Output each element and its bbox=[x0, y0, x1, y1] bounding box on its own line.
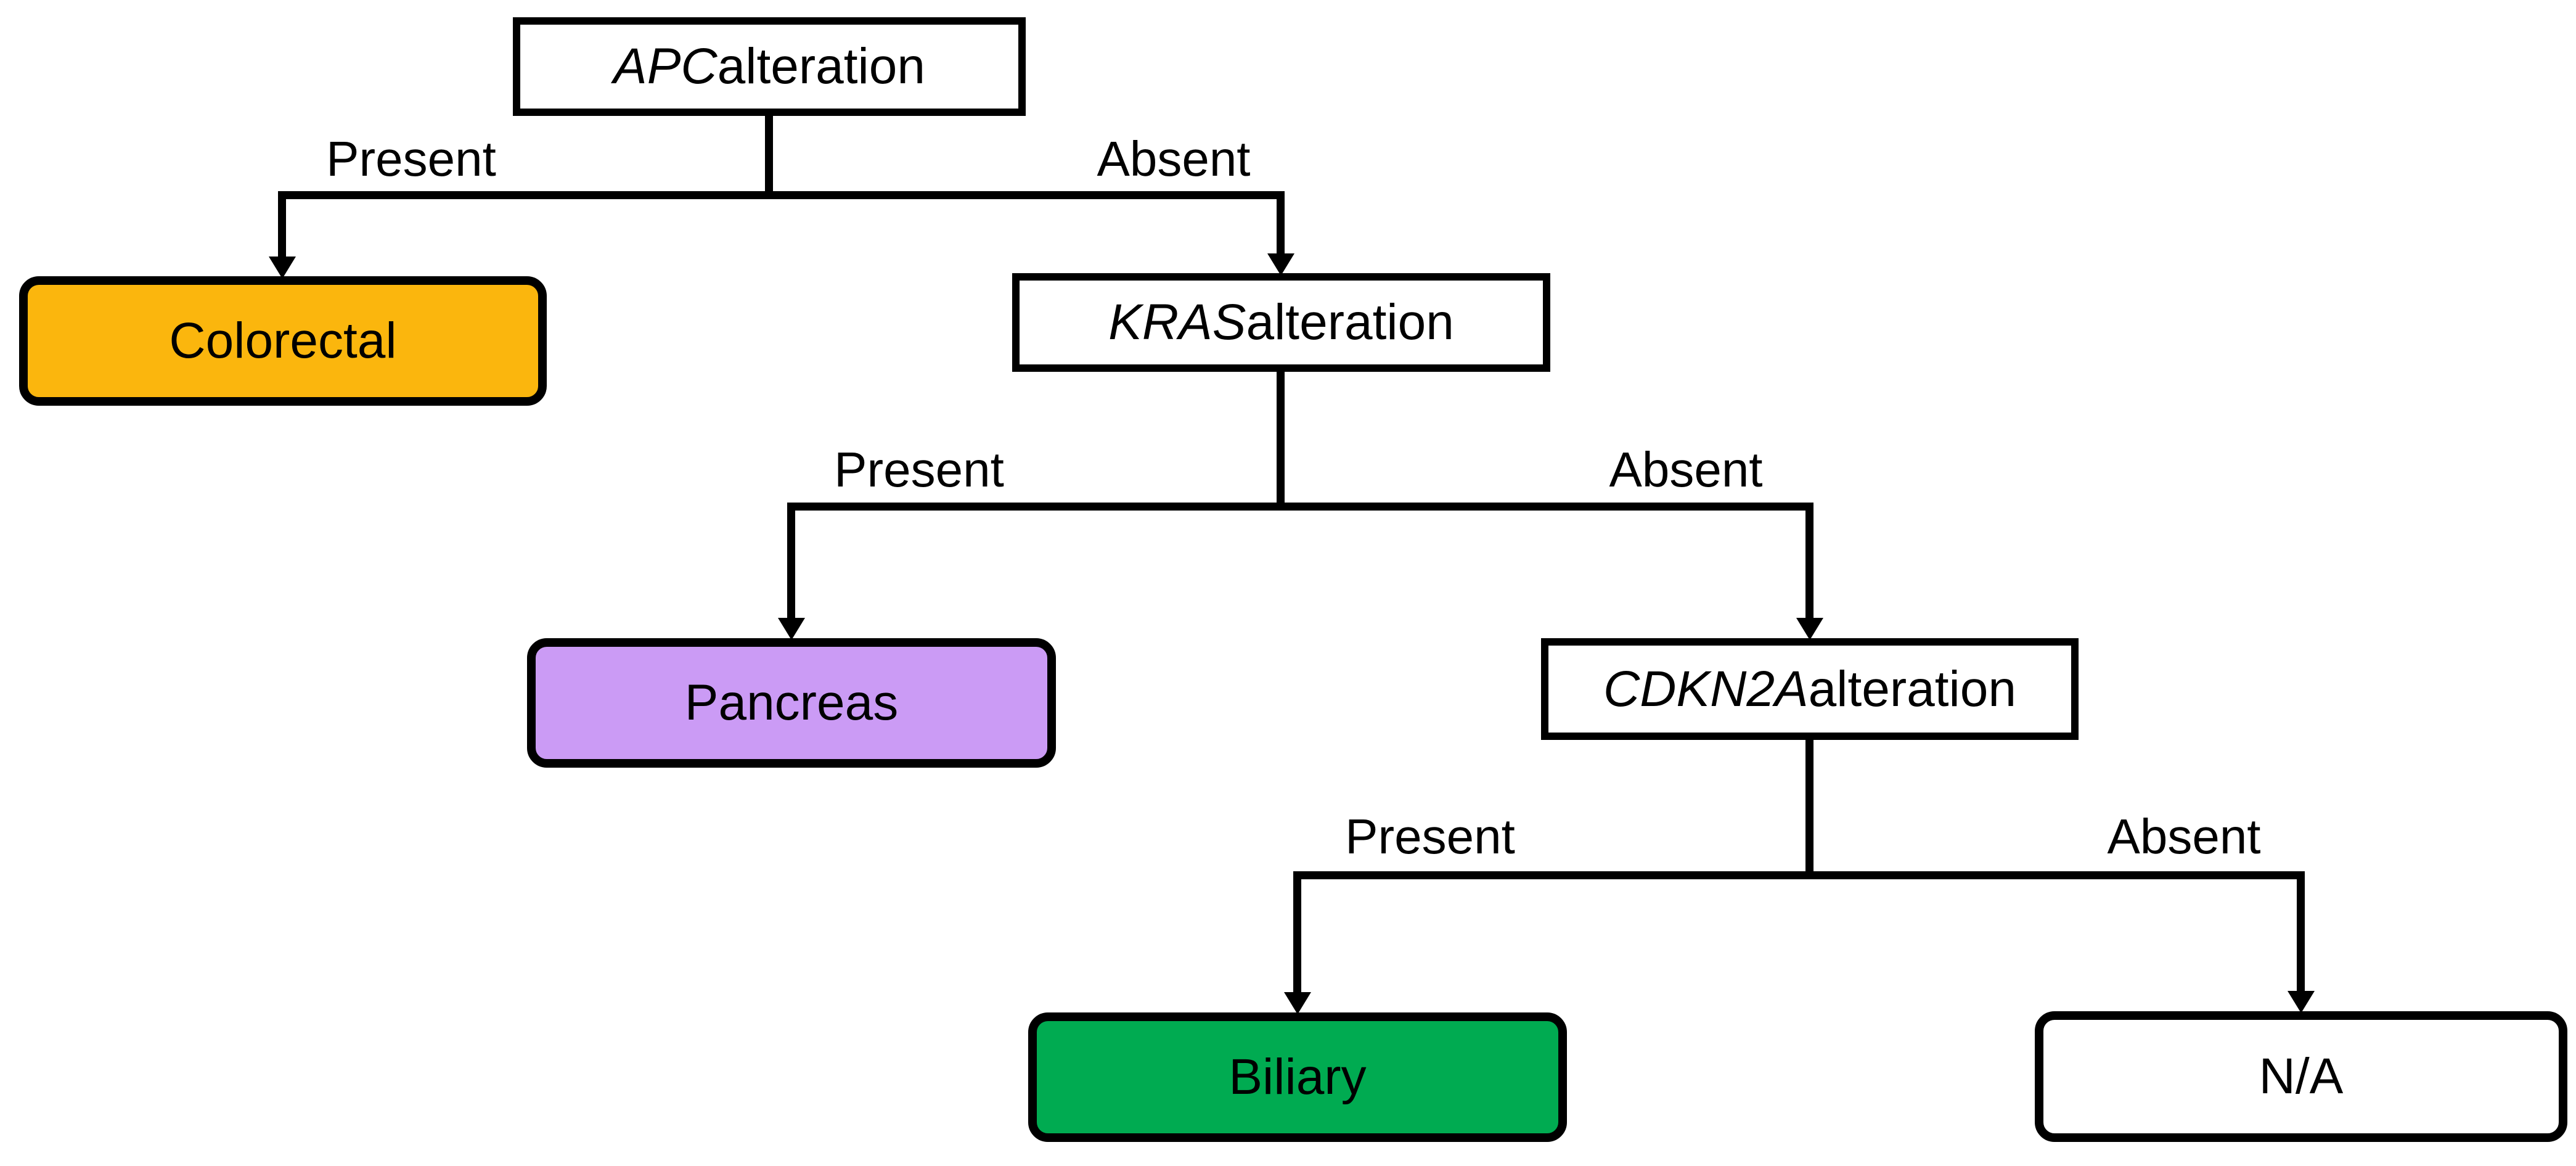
branch-label-kras-present: Present bbox=[834, 442, 1004, 497]
node-apc-alteration: APC alteration bbox=[513, 17, 1026, 116]
connector-kras-stem bbox=[1277, 369, 1285, 511]
node-apc-suffix: alteration bbox=[717, 38, 925, 94]
node-pancreas-label: Pancreas bbox=[684, 675, 899, 731]
node-cdkn2a-suffix: alteration bbox=[1808, 660, 2016, 717]
branch-label-cdkn2a-present: Present bbox=[1345, 809, 1515, 864]
arrow-down-icon-kras-present bbox=[787, 503, 795, 618]
arrow-down-icon-apc-present bbox=[278, 191, 286, 257]
arrow-down-icon-apc-absent bbox=[1277, 191, 1285, 253]
node-biliary-label: Biliary bbox=[1229, 1049, 1367, 1105]
arrow-down-icon-kras-absent bbox=[1805, 503, 1813, 618]
arrow-down-icon-cdkn2a-absent bbox=[2297, 871, 2305, 991]
connector-apc-branch-bar bbox=[278, 191, 1285, 199]
node-biliary: Biliary bbox=[1028, 1012, 1567, 1142]
arrow-down-icon-cdkn2a-present bbox=[1293, 871, 1301, 992]
node-kras-suffix: alteration bbox=[1246, 294, 1454, 350]
connector-apc-stem bbox=[765, 114, 773, 199]
connector-kras-branch-bar bbox=[787, 503, 1813, 511]
node-colorectal: Colorectal bbox=[19, 276, 547, 406]
gene-name-kras: KRAS bbox=[1108, 294, 1246, 350]
gene-name-apc: APC bbox=[613, 38, 718, 94]
node-kras-alteration: KRAS alteration bbox=[1012, 273, 1550, 372]
node-na-label: N/A bbox=[2259, 1048, 2344, 1104]
node-cdkn2a-alteration: CDKN2A alteration bbox=[1541, 638, 2079, 740]
branch-label-kras-absent: Absent bbox=[1609, 442, 1763, 497]
gene-name-cdkn2a: CDKN2A bbox=[1603, 660, 1809, 717]
connector-cdkn2a-stem bbox=[1805, 737, 1813, 879]
connector-cdkn2a-branch-bar bbox=[1293, 871, 2305, 879]
branch-label-cdkn2a-absent: Absent bbox=[2107, 809, 2261, 864]
node-pancreas: Pancreas bbox=[527, 638, 1056, 768]
node-na: N/A bbox=[2035, 1011, 2567, 1142]
branch-label-apc-present: Present bbox=[326, 131, 496, 186]
branch-label-apc-absent: Absent bbox=[1097, 131, 1251, 186]
node-colorectal-label: Colorectal bbox=[169, 313, 397, 369]
